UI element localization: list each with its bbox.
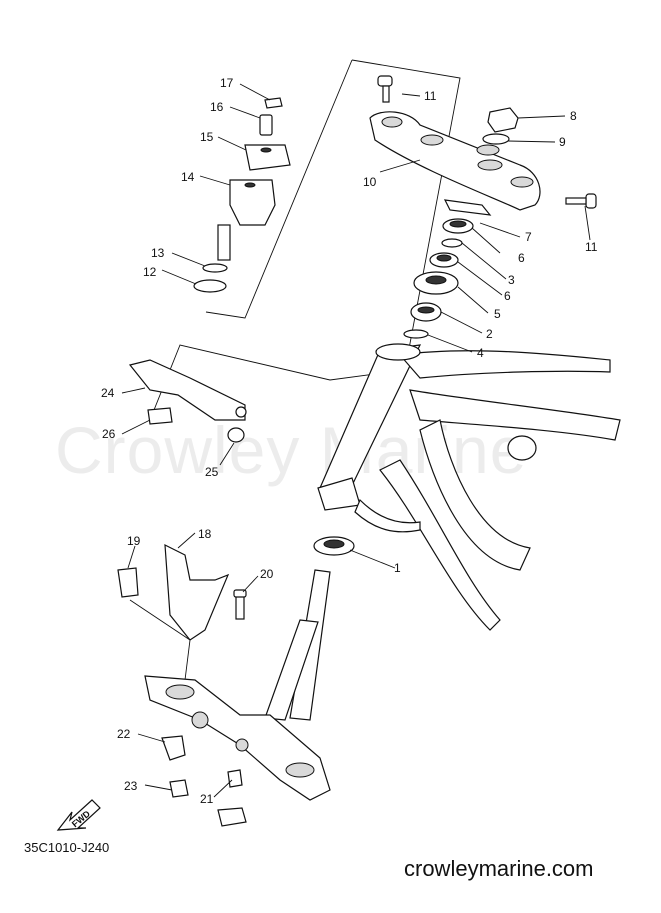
stay-bracket (117, 543, 247, 641)
callout-26: 26 (102, 427, 116, 441)
callout-7: 7 (525, 230, 532, 244)
callout-labels: 1 2 3 4 5 6 6 7 8 9 10 11 11 12 13 14 15… (101, 76, 598, 806)
steering-stack (403, 199, 492, 339)
callout-24: 24 (101, 386, 115, 400)
callout-2: 2 (486, 327, 493, 341)
bolt-top (377, 75, 393, 103)
callout-17: 17 (220, 76, 234, 90)
callout-4: 4 (477, 346, 484, 360)
callout-22: 22 (117, 727, 131, 741)
callout-16: 16 (210, 100, 224, 114)
callout-1: 1 (394, 561, 401, 575)
callout-15: 15 (200, 130, 214, 144)
steering-stem (264, 536, 355, 721)
callout-14: 14 (181, 170, 195, 184)
callout-13: 13 (151, 246, 165, 260)
callout-12: 12 (143, 265, 157, 279)
callout-23: 23 (124, 779, 138, 793)
callout-10: 10 (363, 175, 377, 189)
callout-9: 9 (559, 135, 566, 149)
callout-6-upper: 6 (518, 251, 525, 265)
lower-bracket (144, 675, 331, 801)
cable-bracket (128, 359, 247, 443)
main-frame (317, 343, 621, 631)
callout-25: 25 (205, 465, 219, 479)
upper-bracket (369, 111, 541, 211)
site-url: crowleymarine.com (404, 856, 594, 881)
callout-11-side: 11 (585, 240, 598, 254)
nut-washer (482, 107, 519, 145)
callout-3: 3 (508, 273, 515, 287)
callout-20: 20 (260, 567, 274, 581)
handle-holder (193, 97, 291, 293)
callout-8: 8 (570, 109, 577, 123)
fwd-arrow-icon: FWD (56, 799, 101, 831)
diagram-code: 35C1010-J240 (24, 840, 110, 855)
callout-5: 5 (494, 307, 501, 321)
callout-21: 21 (200, 792, 214, 806)
bolt-side (565, 193, 597, 209)
callout-6-lower: 6 (504, 289, 511, 303)
callout-19: 19 (127, 534, 141, 548)
leader-lines (121, 83, 591, 798)
lower-fasteners (161, 735, 247, 827)
callout-11-top: 11 (424, 89, 437, 103)
callout-18: 18 (198, 527, 212, 541)
